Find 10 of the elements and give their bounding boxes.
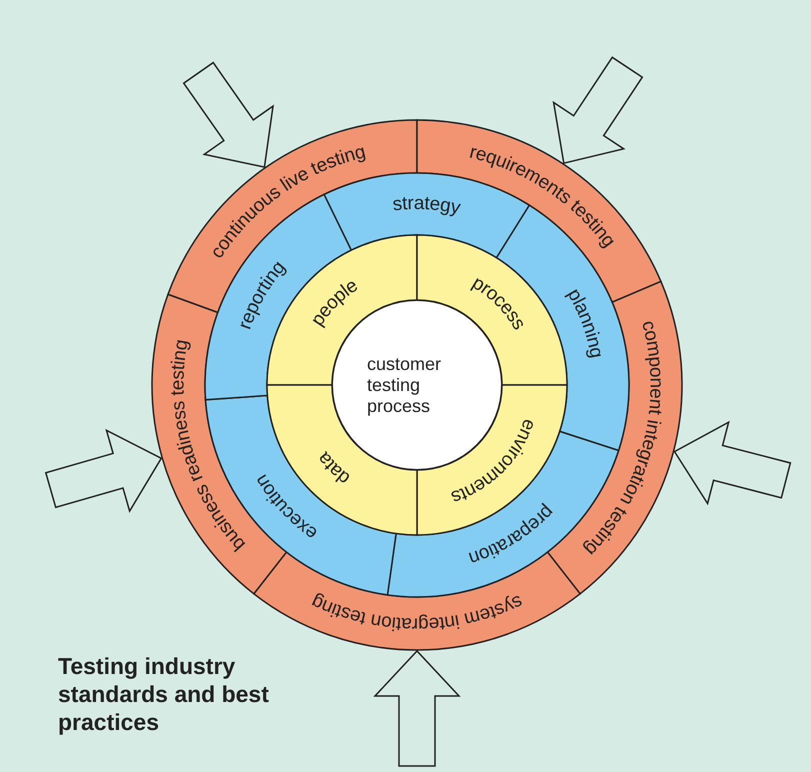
segment-label: system integration testing	[308, 590, 526, 635]
note-text: Testing industry standards and best practices	[58, 652, 270, 736]
block-arrow	[44, 428, 162, 513]
block-arrow	[552, 56, 644, 164]
center-label: customer testing process	[367, 354, 442, 416]
segment-label: strategy	[392, 192, 462, 219]
segment-label: data	[313, 448, 354, 489]
block-arrow	[673, 420, 792, 506]
block-arrow	[373, 650, 461, 767]
block-arrow	[182, 62, 274, 168]
